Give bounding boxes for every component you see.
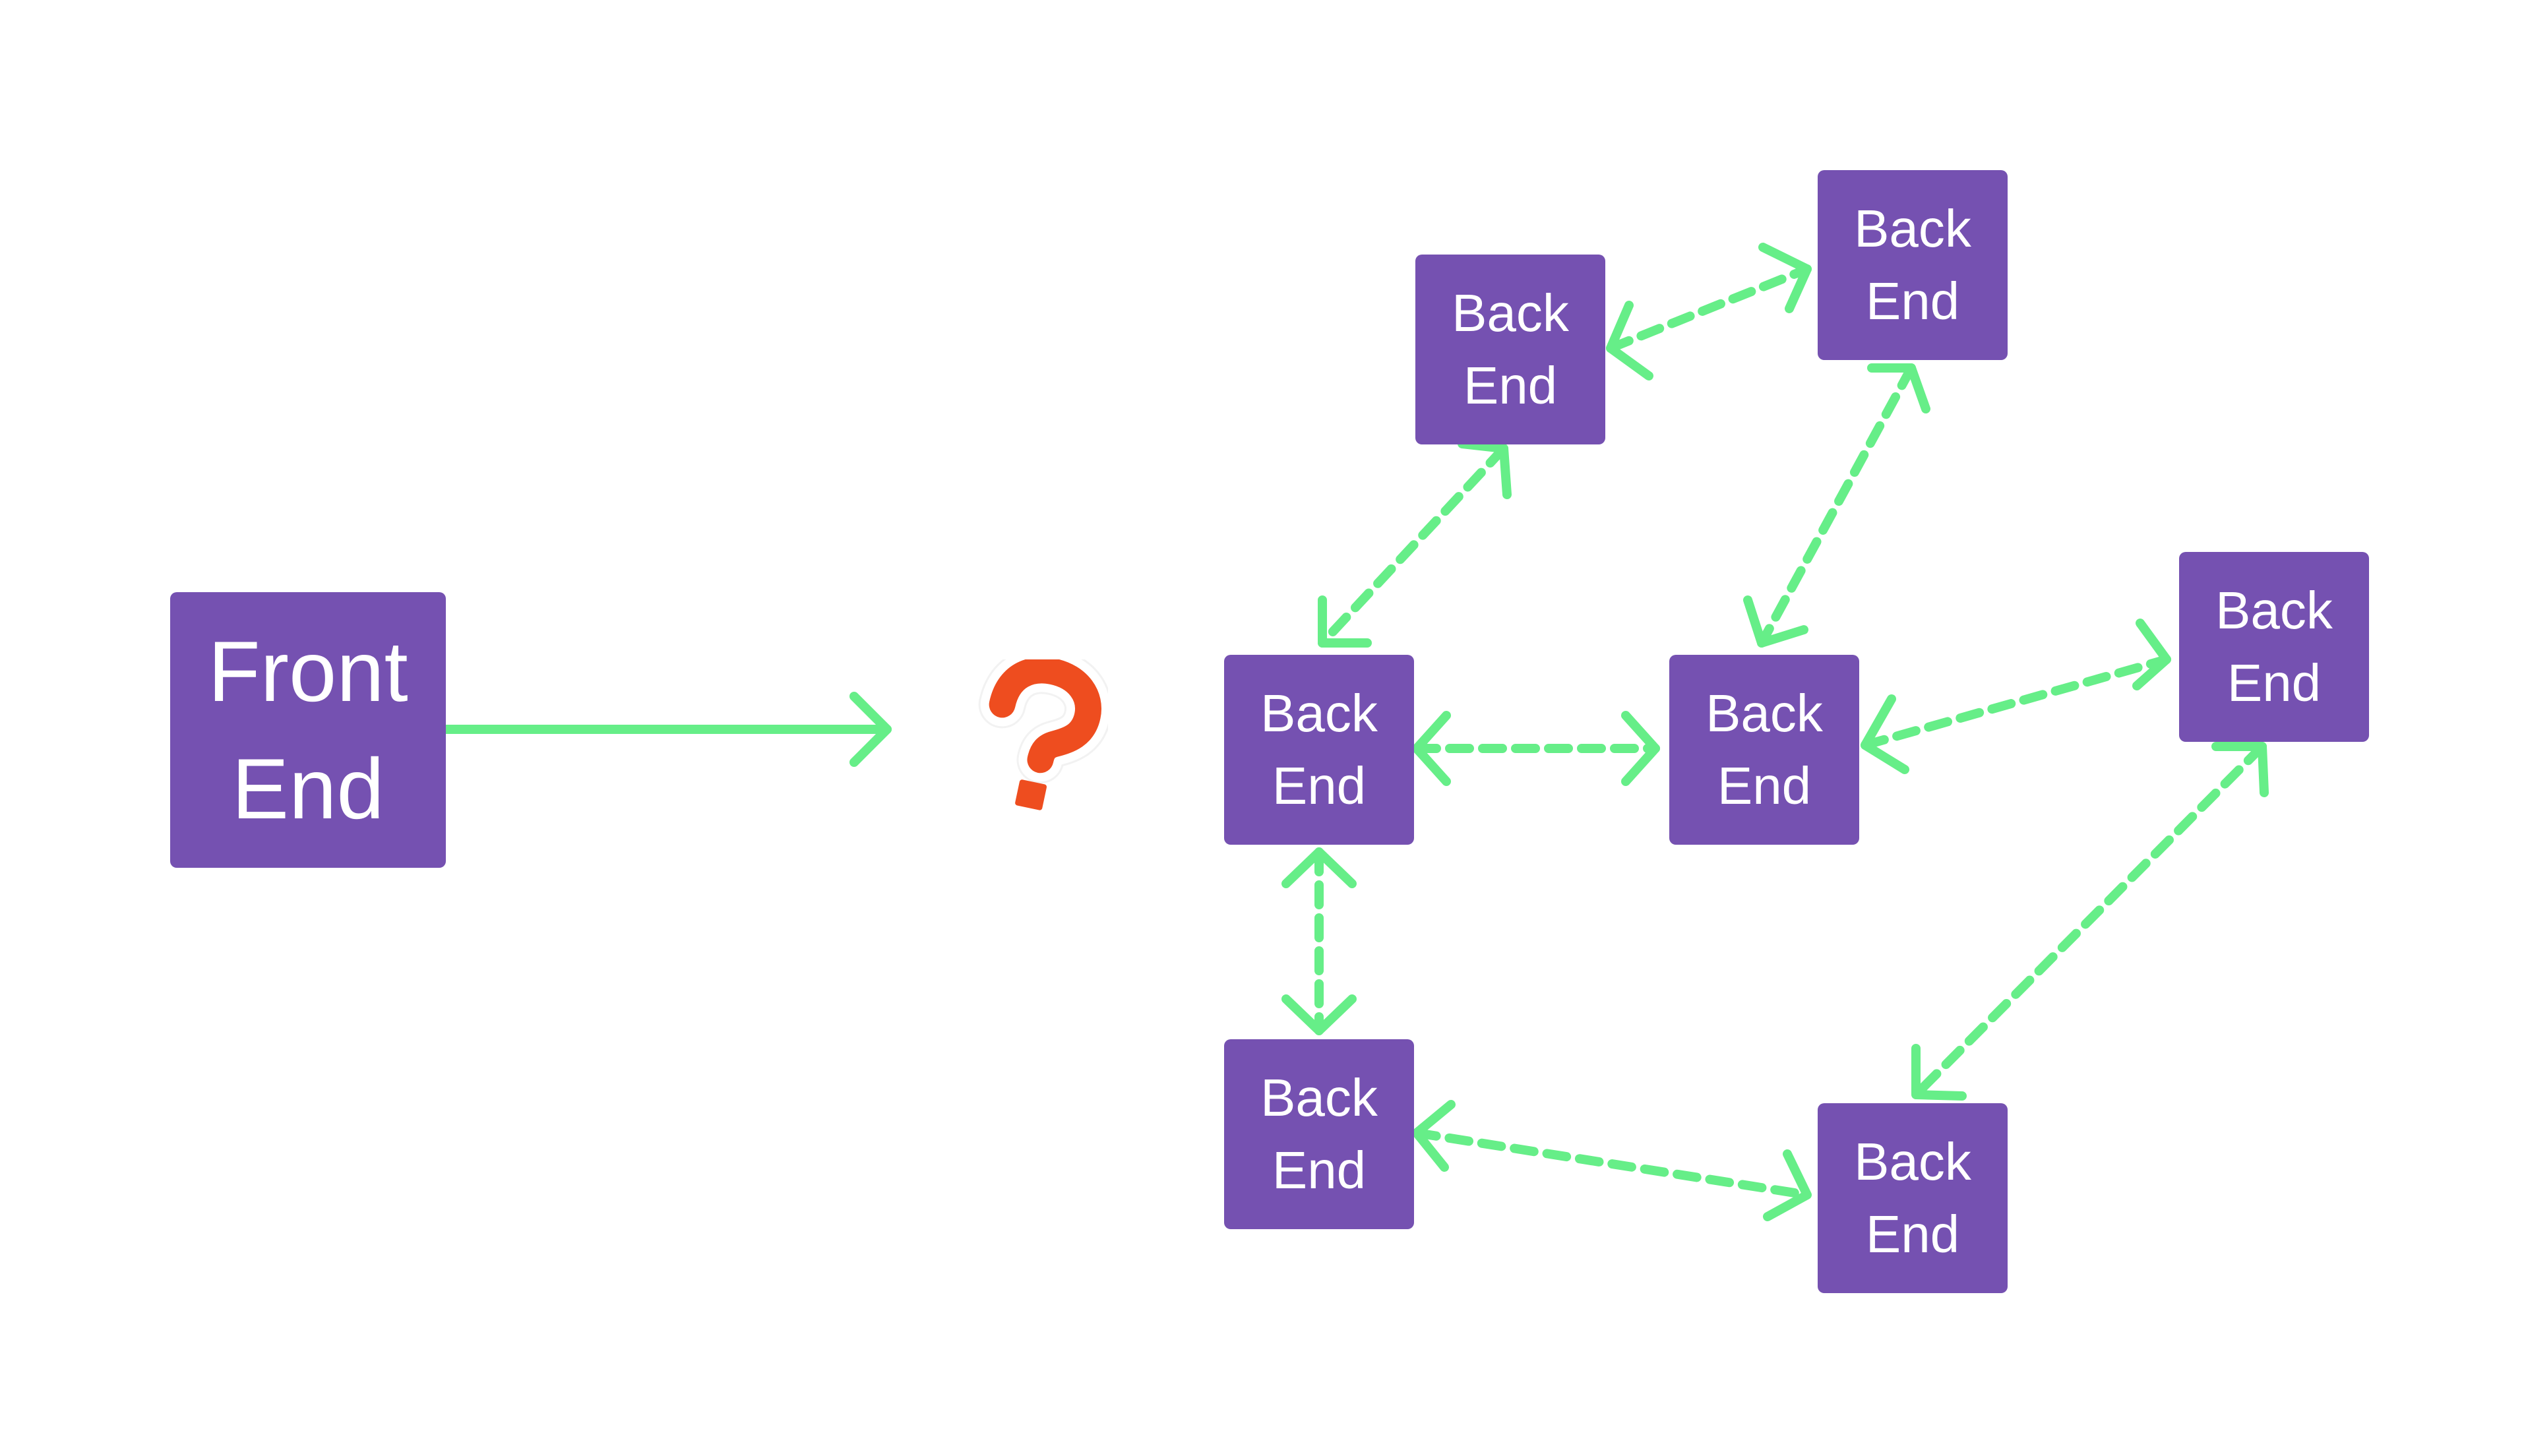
connector-top-left-top-right [1606,264,1812,353]
arrowhead [1763,1149,1812,1221]
node-label-line1: Back [1854,1132,1971,1191]
arrowhead [1412,711,1451,786]
connector-mid-center-mid-right [1861,655,2171,750]
back-end-node-top-right: Back End [1818,170,2008,360]
back-end-node-mid-center: Back End [1669,655,1859,845]
node-label-line2: End [1717,756,1812,815]
arrowhead [2132,619,2171,690]
node-label-line1: Back [1706,684,1823,743]
arrowhead [1861,694,1909,774]
back-end-node-mid-right: Back End [2179,552,2369,742]
node-label-line2: End [1272,756,1367,815]
arrowhead [2211,742,2269,797]
back-end-node-mid-left: Back End [1224,655,1414,845]
node-label-line2: End [1865,272,1960,330]
node-label-line1: Back [1452,284,1569,342]
arrowhead [1758,243,1812,313]
node-label-line1: Back [2215,581,2333,640]
back-end-node-bottom-left: Back End [1224,1039,1414,1229]
node-label-line2: End [1463,356,1558,415]
node-label-line2: End [1272,1141,1367,1199]
node-label-line1: Back [1854,199,1971,258]
arrowhead [1606,301,1653,380]
arrowhead [1281,847,1357,888]
back-end-node-bottom-right: Back End [1818,1103,2008,1293]
arrowhead [1281,994,1357,1035]
node-label-line2: End [1865,1205,1960,1263]
node-label-line2: End [2227,653,2322,712]
node-label-line1: Back [1260,684,1378,743]
connector-bottom-left-bottom-right [1412,1128,1812,1199]
connector-top-right-mid-center [1757,363,1916,648]
arrowhead [1621,711,1660,786]
arrowhead [1867,363,1930,413]
connector-top-left-mid-left [1318,444,1508,648]
back-end-node-top-left: Back End [1415,255,1605,444]
arrowhead [1458,439,1512,499]
node-label-line1: Front [208,623,408,719]
arrowhead [1743,595,1808,648]
connector-front-end-to-question [439,692,892,767]
arrowhead [1412,1100,1456,1172]
question-mark-icon [963,643,1115,819]
connector-mid-right-bottom-right [1911,742,2267,1099]
arrowhead [1911,1044,1967,1101]
front-end-node: Front End [170,592,446,868]
arrowhead [1318,595,1372,648]
node-label-line1: Back [1260,1068,1378,1127]
node-label-line2: End [231,741,385,837]
